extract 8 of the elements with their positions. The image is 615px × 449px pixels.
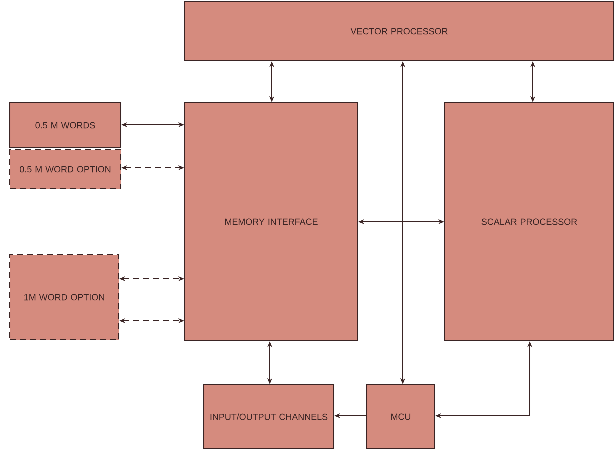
- channel-box: INPUT/OUTPUT CHANNELS: [204, 384, 334, 449]
- control-unit-box: MCU: [366, 384, 436, 449]
- memory-option-box: 1M WORD OPTION: [10, 254, 120, 340]
- memory-option-box: 0.5 M WORD OPTION: [10, 149, 122, 190]
- memory-box: 0.5 M WORDS: [10, 102, 122, 148]
- interface-box: MEMORY INTERFACE: [184, 102, 358, 342]
- processor-box: VECTOR PROCESSOR: [184, 2, 614, 62]
- processor-box: SCALAR PROCESSOR: [444, 102, 614, 342]
